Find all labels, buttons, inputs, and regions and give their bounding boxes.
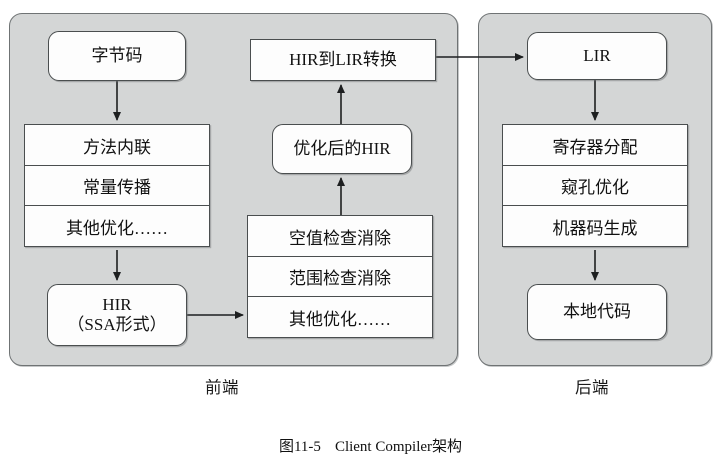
figure-caption-title: Client Compiler架构 [334, 439, 463, 455]
phase-label-frontend: 前端 [205, 378, 239, 397]
node-hir-ssa[interactable]: HIR （SSA形式） [47, 284, 187, 346]
stack-frontend-optimizations: 方法内联 常量传播 其他优化…… [24, 124, 210, 247]
node-lir[interactable]: LIR [527, 32, 667, 80]
node-bytecode[interactable]: 字节码 [48, 31, 186, 81]
node-hir-line-2: （SSA形式） [67, 315, 167, 334]
stack-row-constant-propagation[interactable]: 常量传播 [24, 164, 210, 207]
node-optimized-hir[interactable]: 优化后的HIR [272, 124, 412, 174]
diagram-root: 字节码 方法内联 常量传播 其他优化…… HIR （SSA形式） HIR到LIR… [9, 13, 712, 455]
stack-row-method-inlining[interactable]: 方法内联 [24, 124, 210, 166]
phase-label-backend: 后端 [575, 378, 609, 397]
stack-row-peephole-optimization[interactable]: 窥孔优化 [502, 164, 688, 207]
node-native-code[interactable]: 本地代码 [527, 284, 667, 340]
stack-hir-optimizations: 空值检查消除 范围检查消除 其他优化…… [247, 215, 433, 338]
stack-row-machine-code-generation[interactable]: 机器码生成 [502, 205, 688, 247]
stack-row-other-hir-optimizations[interactable]: 其他优化…… [247, 296, 433, 338]
node-hir-to-lir-conversion[interactable]: HIR到LIR转换 [250, 39, 436, 81]
figure-caption-number: 图11-5 [278, 439, 321, 455]
stack-row-register-allocation[interactable]: 寄存器分配 [502, 124, 688, 166]
stack-row-range-check-elimination[interactable]: 范围检查消除 [247, 255, 433, 298]
stack-row-null-check-elimination[interactable]: 空值检查消除 [247, 215, 433, 257]
stack-row-other-optimizations[interactable]: 其他优化…… [24, 205, 210, 247]
node-hir-line-1: HIR [102, 294, 132, 314]
stack-backend-steps: 寄存器分配 窥孔优化 机器码生成 [502, 124, 688, 247]
